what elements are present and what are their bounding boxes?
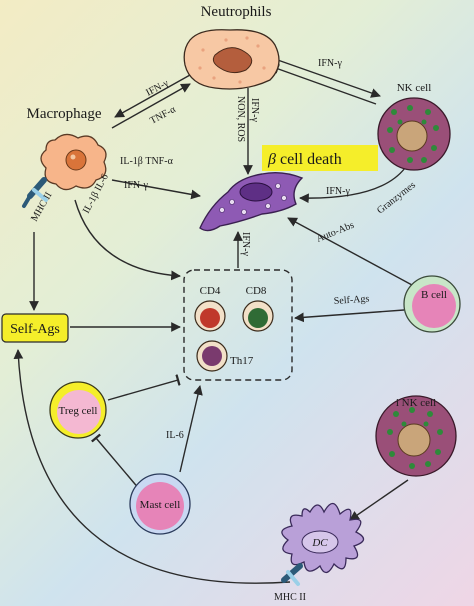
label-il1b-tnfa: IL-1β TNF-α <box>120 156 174 167</box>
arrow-ink-to-dc <box>349 479 409 521</box>
nk-cell-label: NK cell <box>397 82 432 94</box>
treg-cell-label: Treg cell <box>58 405 97 417</box>
beta-cell <box>199 171 304 232</box>
label-auto-abs: Auto-Abs <box>315 220 356 245</box>
nk-cell <box>377 97 451 171</box>
arrow-nk-to-neutro <box>269 64 377 105</box>
arrow-bcell-to-tcells <box>294 309 405 323</box>
arrow-dc-to-selfags <box>13 349 291 584</box>
dendritic-cell <box>281 502 365 574</box>
beta-cell-death-label: β cell death <box>267 151 342 168</box>
mhc-ii-bottom-label: MHC II <box>274 592 306 603</box>
mhc-ii-receptor-top <box>22 177 48 208</box>
label-non-ros: NON, ROS <box>235 96 246 142</box>
arrow-neutro-to-nk <box>271 57 381 98</box>
mhc-ii-receptor-bottom <box>281 563 303 586</box>
self-ags-box <box>1 313 69 343</box>
tcell-group-box <box>183 269 293 381</box>
label-ifn-g-neutro-nk: IFN-γ <box>318 58 342 69</box>
label-ifn-g-nk-beta: IFN-γ <box>326 186 350 197</box>
label-granzymes: Granzymes <box>375 180 418 217</box>
label-il6-mast: IL-6 <box>166 430 184 441</box>
cd4-cell <box>194 300 226 332</box>
cd8-cell <box>242 300 274 332</box>
arrow-mast-to-tcells <box>179 385 203 473</box>
self-ags-label: Self-Ags <box>10 322 60 337</box>
cd4-label: CD4 <box>200 285 221 297</box>
arrow-macro-to-neutro <box>111 83 191 129</box>
label-ifn-g-neutro-macro: IFN-γ <box>144 77 171 98</box>
i-nk-cell-label: i NK cell <box>396 397 436 409</box>
arrow-nk-to-beta <box>299 167 406 204</box>
label-ifn-g-macro-beta: IFN-γ <box>124 180 148 191</box>
arrow-neutro-to-macro <box>114 74 191 118</box>
label-ifn-g-tcell-beta: IFN-γ <box>240 232 251 256</box>
neutrophils-label: Neutrophils <box>201 4 272 20</box>
th17-cell <box>196 340 228 372</box>
beta-cell-death-highlight <box>262 145 378 171</box>
neutrophil-cell <box>183 29 280 90</box>
b-cell <box>403 275 461 333</box>
label-ifn-g-neutro-beta: IFN-γ <box>249 98 260 122</box>
cd8-label: CD8 <box>246 285 267 297</box>
arrows <box>13 57 413 584</box>
inhibit-treg-to-tcells <box>107 374 181 401</box>
label-self-ags-bcell: Self-Ags <box>333 294 369 307</box>
mast-cell <box>129 473 191 535</box>
i-nk-cell <box>375 395 457 477</box>
mast-cell-label: Mast cell <box>140 499 181 511</box>
arrow-macro-to-beta <box>111 179 201 200</box>
label-tnf-a-neutro-macro: TNF-α <box>148 104 178 127</box>
b-cell-label: B cell <box>421 289 447 301</box>
macrophage-label: Macrophage <box>27 106 102 122</box>
th17-label: Th17 <box>230 355 254 367</box>
treg-cell <box>49 381 107 439</box>
arrow-bcell-to-beta <box>287 217 413 286</box>
arrow-macro-to-tcells <box>74 199 181 281</box>
macrophage-cell <box>40 133 107 191</box>
dc-label: DC <box>311 537 328 549</box>
inhibit-mast-to-treg <box>91 433 141 491</box>
